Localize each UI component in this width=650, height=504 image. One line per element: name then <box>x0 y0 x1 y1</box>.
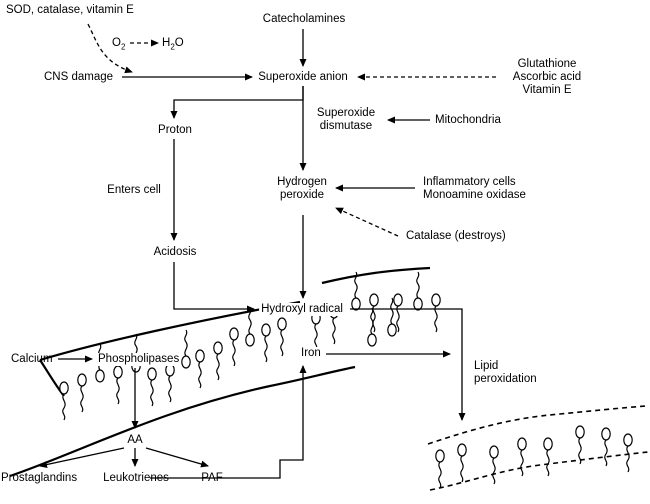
membrane-bottom-edge <box>9 365 356 478</box>
membrane-lipid-8 <box>195 349 205 389</box>
inflammatory-label: Inflammatory cells Monoamine oxidase <box>423 176 526 202</box>
monoamine-oxidase-text: Monoamine oxidase <box>423 189 526 201</box>
peroxidized-top-edge <box>427 405 647 445</box>
membrane-lipid-9 <box>213 341 223 381</box>
superoxide-to-proton-arrow <box>170 86 304 119</box>
membrane-lipid-14 <box>311 311 321 351</box>
peroxidized-membrane <box>427 405 649 491</box>
iron-label: Iron <box>299 347 323 360</box>
membrane-lipid-0 <box>59 381 69 421</box>
membrane-lipid-5 <box>147 367 157 407</box>
h2o-h-text: H <box>162 37 171 49</box>
membrane-top-edge-right <box>321 266 431 285</box>
vitamin-e-text: Vitamin E <box>522 84 572 96</box>
o2-label: O2 <box>112 37 125 53</box>
peroxidized-lipid-4 <box>543 437 553 477</box>
sod-dashed-arrow <box>87 23 133 74</box>
membrane-lipid-13 <box>277 317 287 357</box>
peroxidized-lipid-7 <box>623 433 633 473</box>
proton-label: Proton <box>158 124 192 136</box>
peroxidized-bottom-edge <box>429 451 649 491</box>
calcium-label: Calcium <box>11 353 53 365</box>
membrane-lipid-7 <box>181 329 191 369</box>
peroxidized-lipid-6 <box>601 427 611 467</box>
membrane-lipid-20 <box>431 293 441 333</box>
leukotrienes-label: Leukotrienes <box>103 472 169 484</box>
sod-line-1: Superoxide <box>316 107 376 119</box>
acidosis-to-hydroxyl-arrow <box>173 262 255 313</box>
lipid-text: Lipid <box>474 360 499 372</box>
phospholipases-label: Phospholipases <box>96 353 182 366</box>
hydrogen-text: Hydrogen <box>277 176 327 188</box>
prostaglandins-label: Prostaglandins <box>1 472 78 484</box>
aa-to-prostaglandins-arrow <box>39 447 125 468</box>
membrane-lipid-21 <box>367 307 377 347</box>
superoxide-anion-label: Superoxide anion <box>258 71 348 83</box>
aa-label: AA <box>125 434 145 447</box>
membrane-lipid-22 <box>387 297 397 337</box>
membrane-lipid-18 <box>393 293 403 333</box>
lipid-peroxidation-label: Lipid peroxidation <box>474 360 537 386</box>
superoxide-dismutase-label: Superoxide dismutase <box>317 107 375 133</box>
inflammatory-cells-text: Inflammatory cells <box>423 176 516 188</box>
o2-subscript: 2 <box>120 42 126 52</box>
membrane-lipid-12 <box>261 323 271 363</box>
peroxidized-lipid-2 <box>489 445 499 485</box>
mitochondria-label: Mitochondria <box>435 114 501 126</box>
paf-label: PAF <box>201 472 223 484</box>
membrane-lipid-3 <box>113 365 123 405</box>
glutathione-text: Glutathione <box>517 58 577 70</box>
peroxidized-lipid-5 <box>575 425 585 465</box>
catalase-dashed-arrow <box>335 207 399 237</box>
o2-text: O <box>112 37 121 49</box>
peroxidation-text: peroxidation <box>474 373 537 385</box>
h2o-subscript: 2 <box>170 42 175 52</box>
h2o-label: H2O <box>162 37 184 53</box>
membrane-lipid-16 <box>351 271 361 311</box>
peroxide-text: peroxide <box>279 189 325 201</box>
h2o-o-text: O <box>174 37 184 49</box>
membrane-lipid-1 <box>77 373 87 413</box>
membrane-lipid-11 <box>245 307 255 347</box>
sod-label: SOD, catalase, vitamin E <box>6 4 134 16</box>
membrane-lipid-19 <box>413 271 423 311</box>
ascorbic-acid-text: Ascorbic acid <box>512 71 582 83</box>
cns-damage-label: CNS damage <box>44 71 114 83</box>
membrane-lipid-6 <box>165 363 175 403</box>
catecholamines-label: Catecholamines <box>262 13 346 25</box>
membrane-band <box>9 266 431 478</box>
enters-cell-label: Enters cell <box>107 184 161 196</box>
lipid-molecules <box>59 271 441 421</box>
peroxidized-lipid-1 <box>457 443 467 483</box>
peroxidized-lipid-0 <box>435 449 445 489</box>
sod-line-2: dismutase <box>319 120 373 132</box>
peroxidized-lipid-3 <box>517 437 527 477</box>
membrane-lipid-17 <box>369 293 379 333</box>
membrane-lipid-10 <box>229 327 239 367</box>
aa-to-paf-arrow <box>145 447 209 468</box>
hydrogen-peroxide-label: Hydrogen peroxide <box>277 176 327 202</box>
catalase-destroys-label: Catalase (destroys) <box>406 230 506 242</box>
hydroxyl-to-lipid-arrow <box>350 308 466 421</box>
hydroxyl-radical-label: Hydroxyl radical <box>259 303 345 316</box>
peroxidized-lipids <box>435 425 633 489</box>
acidosis-label: Acidosis <box>153 246 197 258</box>
paf-to-hydroxyl-arrow <box>150 365 307 479</box>
antioxidants-label: Glutathione Ascorbic acid Vitamin E <box>513 58 581 97</box>
